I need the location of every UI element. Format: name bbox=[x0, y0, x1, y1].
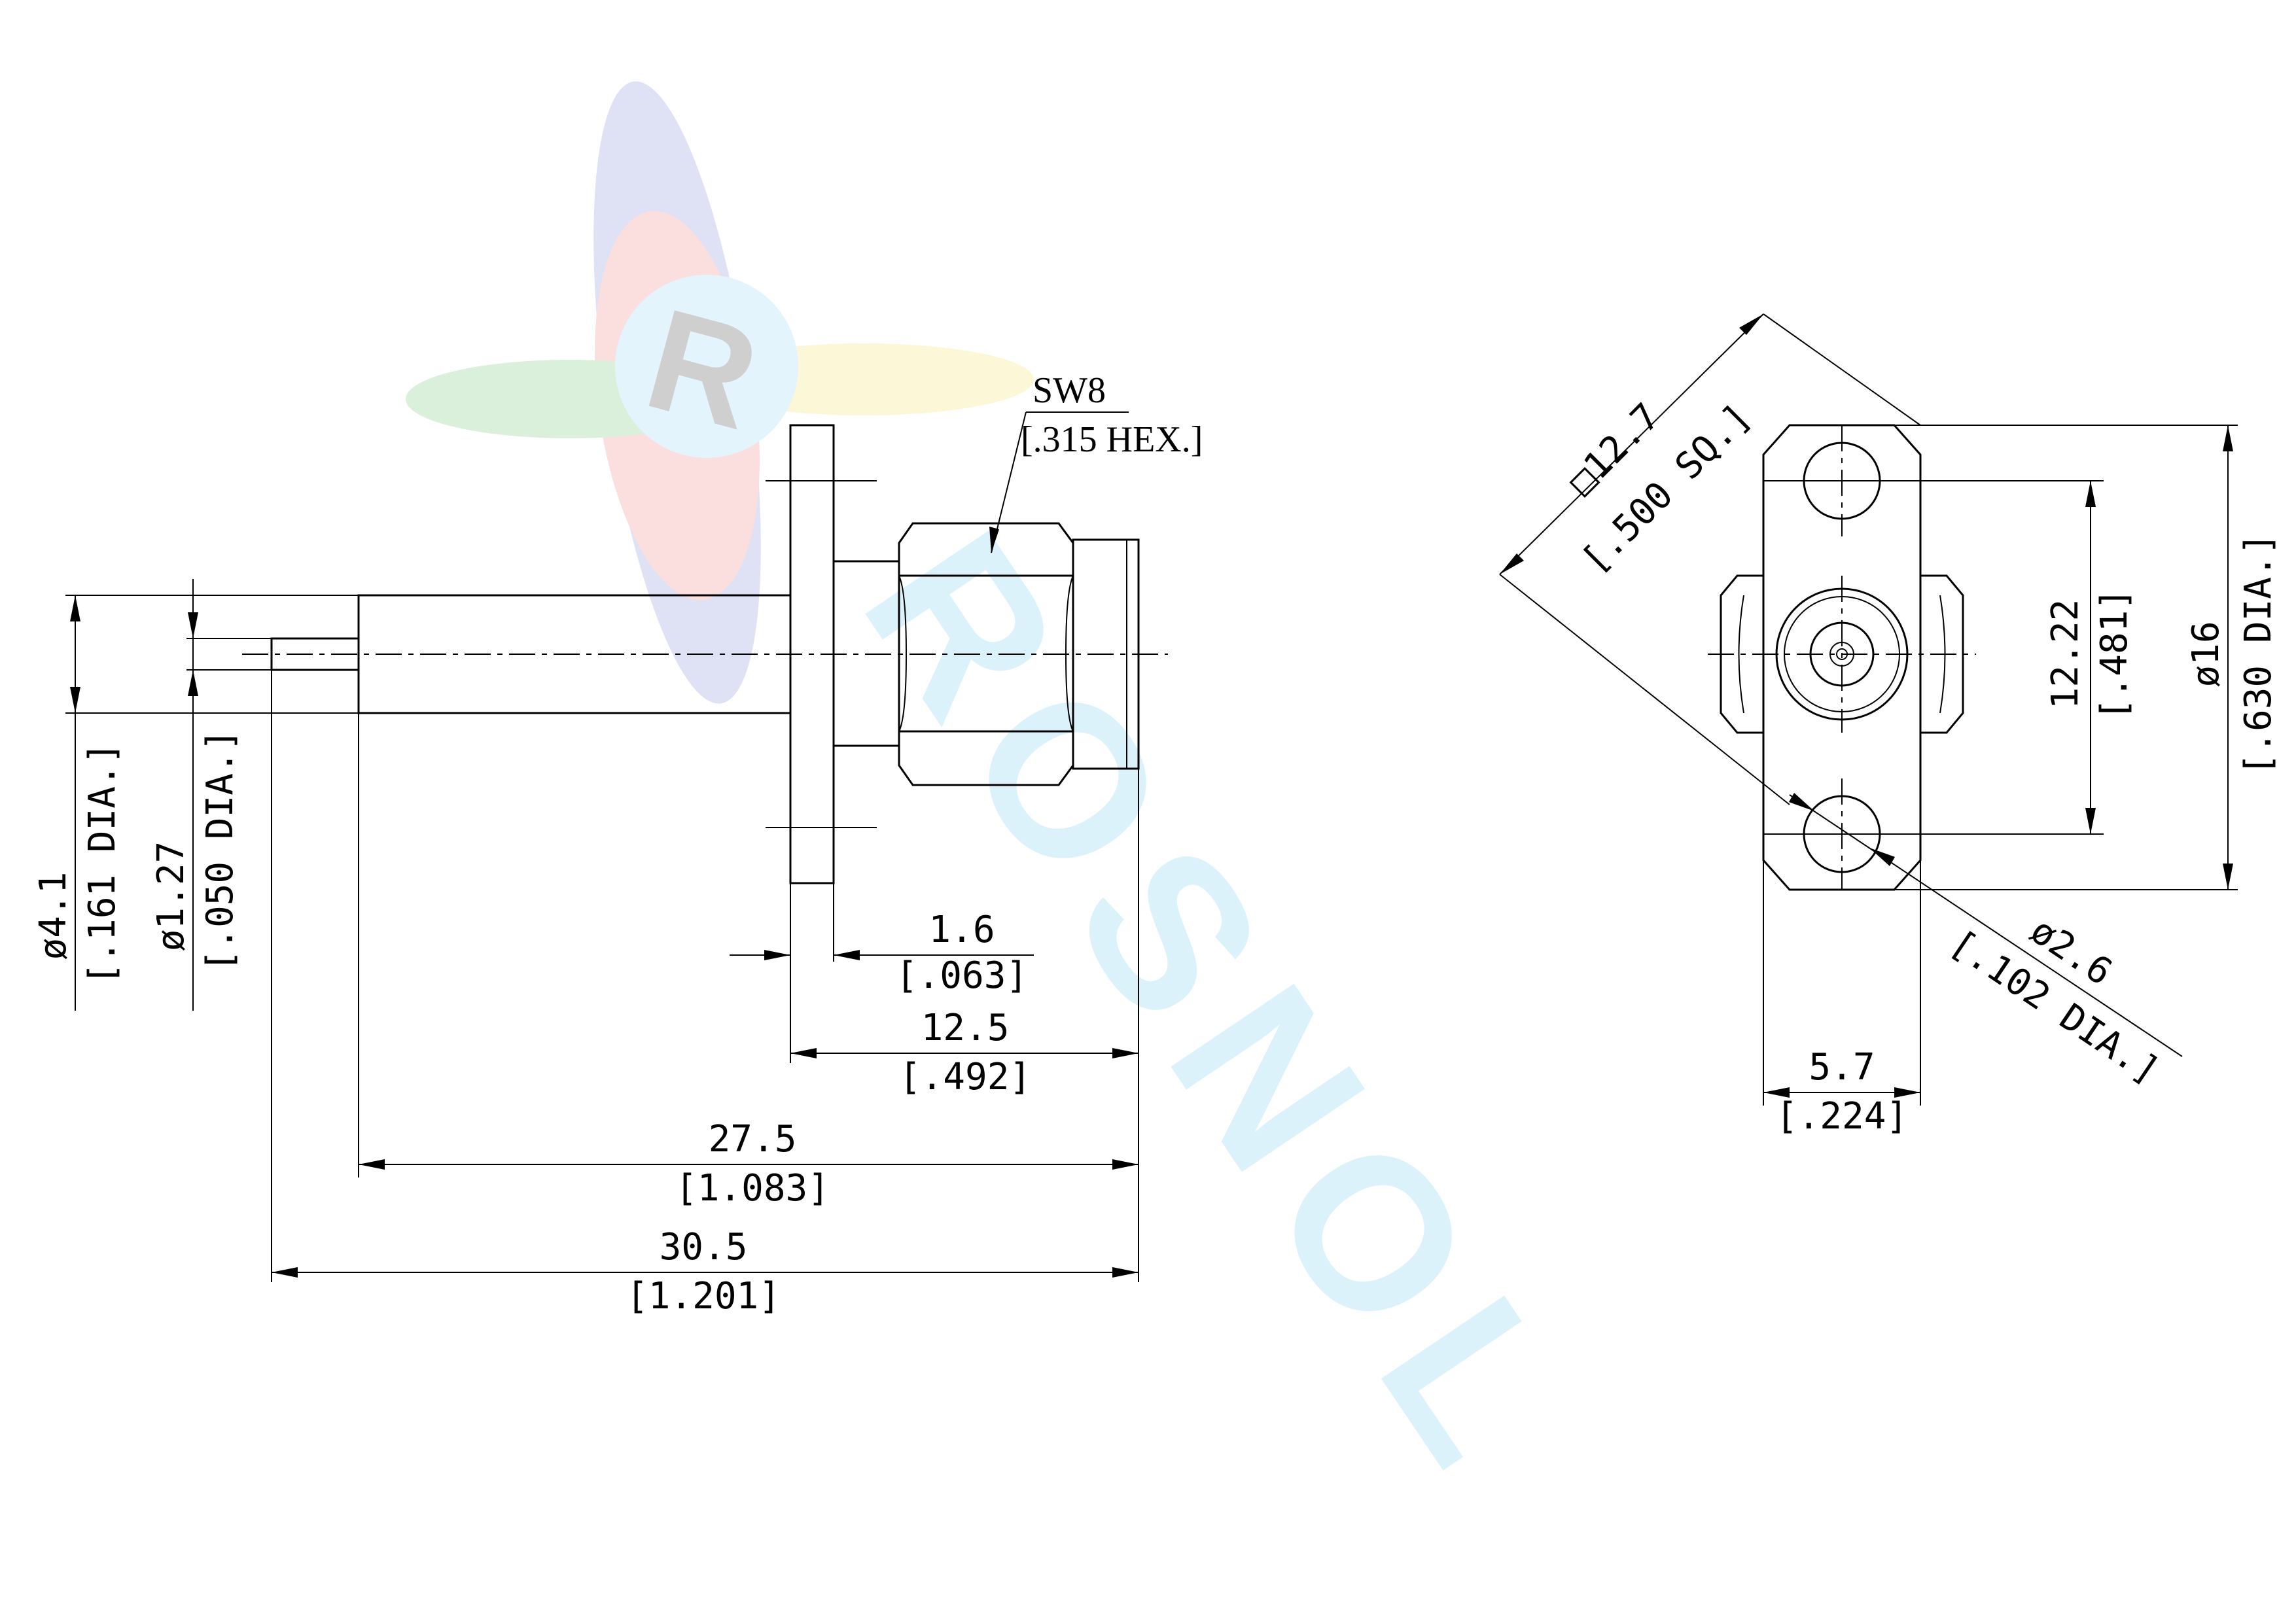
total-len-label: 30.5 bbox=[660, 1226, 748, 1268]
dim-flange-dia: ø16 [.630 DIA.] bbox=[2185, 425, 2280, 890]
flange-thk-inch-label: [.063] bbox=[896, 954, 1028, 997]
hole-spacing-inch-label: [.481] bbox=[2093, 588, 2136, 720]
front-hex-outline bbox=[1720, 574, 1765, 734]
front-view: □12.7 [.500 SQ.] 12.22 [.481] ø16 [.630 … bbox=[1499, 313, 2280, 1138]
hole-spacing-label: 12.22 bbox=[2044, 599, 2087, 710]
dim-flange-sq: □12.7 [.500 SQ.] bbox=[1499, 313, 1921, 805]
front-len-inch-label: [.492] bbox=[899, 1056, 1031, 1098]
dim-body-len: 27.5 [1.083] bbox=[359, 1118, 1139, 1210]
body-dia-inch-label: [.161 DIA.] bbox=[81, 742, 124, 985]
flange-thk-label: 1.6 bbox=[928, 909, 995, 951]
front-len-label: 12.5 bbox=[921, 1007, 1010, 1049]
body-len-inch-label: [1.083] bbox=[675, 1167, 830, 1210]
body-dia-label: ø4.1 bbox=[32, 872, 75, 960]
flange-dia-label: ø16 bbox=[2185, 621, 2227, 687]
hex-size-label: SW8 bbox=[1033, 370, 1106, 411]
connector-face bbox=[1708, 576, 1976, 733]
flange-dia-inch-label: [.630 DIA.] bbox=[2237, 533, 2280, 776]
dim-hole-spacing: 12.22 [.481] bbox=[2044, 481, 2136, 834]
front-hex-outline-right bbox=[1919, 574, 1964, 734]
pin-dia-label: ø1.27 bbox=[150, 841, 192, 952]
body-len-label: 27.5 bbox=[709, 1118, 797, 1161]
total-len-inch-label: [1.201] bbox=[626, 1275, 781, 1318]
dim-flange-width: 5.7 [.224] bbox=[1763, 1046, 1920, 1138]
dim-total-len: 30.5 [1.201] bbox=[272, 1226, 1139, 1318]
dim-front-len: 12.5 [.492] bbox=[790, 1007, 1139, 1098]
side-view: ø4.1 [.161 DIA.] ø1.27 [.050 DIA.] SW8 [… bbox=[32, 370, 1203, 1318]
dim-hex-size: SW8 [.315 HEX.] bbox=[989, 370, 1203, 553]
flange-width-inch-label: [.224] bbox=[1776, 1095, 1908, 1138]
flange-width-label: 5.7 bbox=[1809, 1046, 1875, 1089]
watermark-logo: R bbox=[406, 81, 1034, 704]
watermark: R ROSNOL bbox=[406, 81, 1623, 1523]
dim-pin-dia: ø1.27 [.050 DIA.] bbox=[150, 579, 241, 1011]
dim-body-dia: ø4.1 [.161 DIA.] bbox=[32, 595, 124, 1011]
hex-size-inch-label: [.315 HEX.] bbox=[1021, 419, 1203, 460]
dim-flange-thk: 1.6 [.063] bbox=[730, 909, 1034, 997]
front-hex-arc-left bbox=[1738, 595, 1744, 714]
front-barrel bbox=[1072, 538, 1140, 770]
pin-dia-inch-label: [.050 DIA.] bbox=[199, 729, 241, 972]
